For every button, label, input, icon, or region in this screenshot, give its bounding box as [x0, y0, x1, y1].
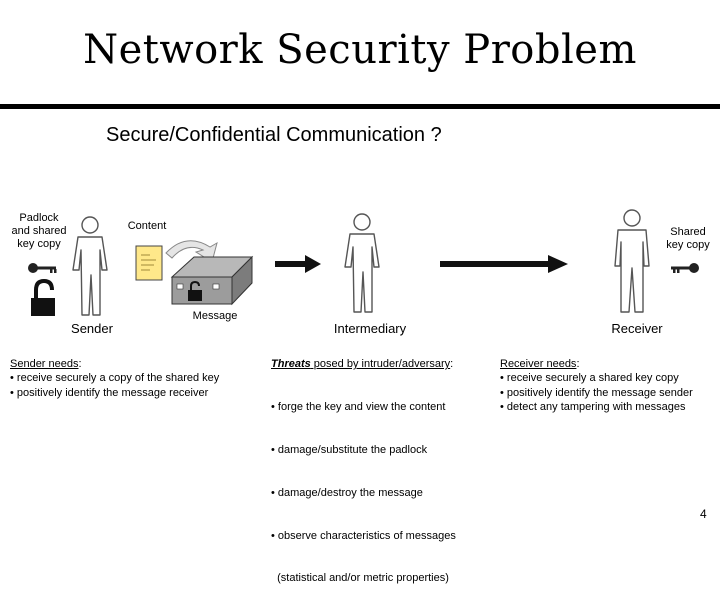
- slide-title: Network Security Problem: [83, 27, 637, 73]
- threats-heading-rest: posed by intruder/adversary: [310, 358, 451, 370]
- sender-needs-section: Sender needs: • receive securely a copy …: [10, 357, 260, 400]
- receiver-needs-heading: Receiver needs:: [500, 357, 715, 371]
- message-briefcase-icon: [170, 255, 254, 306]
- receiver-caption: Receiver: [611, 321, 663, 336]
- receiver-key-label-line1: Shared: [670, 226, 706, 238]
- sender-caption: Sender: [71, 321, 113, 336]
- list-item: • receive securely a copy of the shared …: [10, 372, 220, 385]
- receiver-key-label: Shared key copy: [658, 226, 718, 252]
- intermediary-person-icon: [344, 213, 380, 313]
- list-item: • receive securely a shared key copy: [500, 372, 679, 385]
- network-diagram: [28, 209, 699, 316]
- receiver-needs-heading-text: Receiver needs: [500, 358, 577, 370]
- list-item: • damage/destroy the message: [271, 486, 423, 499]
- sender-key-label: Padlock and shared key copy: [6, 212, 72, 251]
- sender-key-label-line1: Padlock: [19, 212, 59, 224]
- list-item: • positively identify the message receiv…: [10, 386, 209, 399]
- threats-heading-suffix: :: [450, 358, 454, 370]
- list-item: • observe characteristics of messages: [271, 529, 456, 542]
- content-document-icon: [135, 245, 163, 281]
- receiver-person-icon: [614, 209, 650, 313]
- page-number: 4: [700, 507, 707, 521]
- sender-person-icon: [72, 216, 108, 316]
- content-label: Content: [127, 220, 167, 232]
- slide-subtitle: Secure/Confidential Communication ?: [106, 124, 442, 146]
- sender-needs-heading: Sender needs:: [10, 357, 260, 371]
- list-item: (statistical and/or metric properties): [271, 572, 449, 585]
- sender-key-label-line3: key copy: [17, 238, 61, 250]
- threats-heading-emph: Threats: [271, 358, 311, 370]
- threats-section: Threats posed by intruder/adversary: • f…: [271, 357, 501, 614]
- threats-heading: Threats posed by intruder/adversary:: [271, 357, 501, 371]
- list-item: • damage/substitute the padlock: [271, 443, 428, 456]
- padlock-icon: [31, 278, 55, 316]
- list-item: • forge the key and view the content: [271, 400, 446, 413]
- receiver-needs-heading-suffix: :: [576, 358, 580, 370]
- arrow-to-intermediary: [275, 255, 321, 273]
- receiver-needs-section: Receiver needs: • receive securely a sha…: [500, 357, 715, 414]
- sender-key-label-line2: and shared: [11, 225, 67, 237]
- sender-needs-heading-suffix: :: [78, 358, 82, 370]
- arrow-to-receiver: [440, 255, 568, 273]
- list-item: • positively identify the message sender: [500, 386, 693, 399]
- intermediary-caption: Intermediary: [333, 321, 407, 336]
- receiver-key-icon: [671, 263, 699, 273]
- sender-key-icon: [28, 263, 57, 273]
- receiver-key-label-line2: key copy: [666, 239, 710, 251]
- message-label: Message: [192, 310, 238, 322]
- list-item: • detect any tampering with messages: [500, 400, 686, 413]
- title-divider: [0, 104, 720, 109]
- sender-needs-heading-text: Sender needs: [10, 358, 79, 370]
